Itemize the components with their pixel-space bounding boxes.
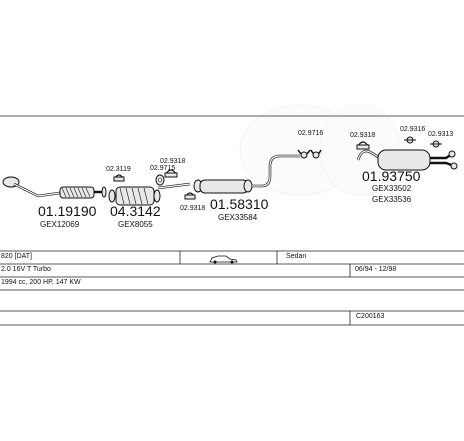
catalyst-part[interactable] bbox=[108, 186, 161, 206]
rear-silencer-ref-2: GEX33536 bbox=[372, 195, 412, 204]
front-pipe-part[interactable] bbox=[2, 176, 107, 199]
mount-2-code: 02.9316 bbox=[400, 126, 425, 133]
clamp-3-code: 02.9318 bbox=[180, 205, 205, 212]
clamp-4-part[interactable] bbox=[356, 141, 370, 150]
mount-3-code: 02.9313 bbox=[428, 131, 453, 138]
mount-1-code: 02.9716 bbox=[298, 130, 323, 137]
clamp-1-code: 02.3119 bbox=[106, 166, 131, 173]
clamp-2-part[interactable] bbox=[164, 169, 178, 178]
front-pipe-ref: GEX12069 bbox=[40, 220, 80, 229]
mount-1-part[interactable] bbox=[297, 149, 311, 159]
engine-specs: 1994 cc, 200 HP, 147 KW bbox=[1, 279, 81, 286]
engine-type: 2.0 16V T Turbo bbox=[1, 266, 51, 273]
clamp-4-code: 02.9318 bbox=[350, 132, 375, 139]
rear-silencer-ref-1: GEX33502 bbox=[372, 184, 412, 193]
sedan-car-icon bbox=[209, 255, 238, 264]
center-silencer-code: 01.58310 bbox=[210, 196, 269, 212]
flex-joint bbox=[59, 186, 95, 199]
body-type: Sedan bbox=[286, 253, 307, 260]
rear-silencer-part[interactable] bbox=[356, 149, 458, 171]
clamp-3-part[interactable] bbox=[184, 192, 196, 200]
catalyst-code: 04.3142 bbox=[110, 203, 161, 219]
mount-1b-part[interactable] bbox=[310, 149, 322, 159]
front-pipe-code: 01.19190 bbox=[38, 203, 97, 219]
rear-silencer-code: 01.93750 bbox=[362, 168, 421, 184]
catalog-code: C200163 bbox=[356, 313, 385, 320]
catalyst-ref: GEX8055 bbox=[118, 220, 153, 229]
mount-2-part[interactable] bbox=[404, 136, 416, 144]
model-name: 820 [DAT] bbox=[1, 253, 32, 260]
clamp-2-code: 02.9318 bbox=[160, 158, 185, 165]
center-silencer-part[interactable] bbox=[157, 154, 300, 194]
production-years: 06/94 - 12/98 bbox=[355, 266, 397, 273]
mount-3-part[interactable] bbox=[430, 140, 442, 148]
center-silencer-ref: GEX33584 bbox=[218, 213, 258, 222]
gasket-1-part[interactable] bbox=[155, 174, 165, 186]
info-table-lines bbox=[0, 115, 464, 326]
clamp-1-part[interactable] bbox=[113, 174, 125, 182]
gasket-1-code: 02.9715 bbox=[150, 165, 175, 172]
